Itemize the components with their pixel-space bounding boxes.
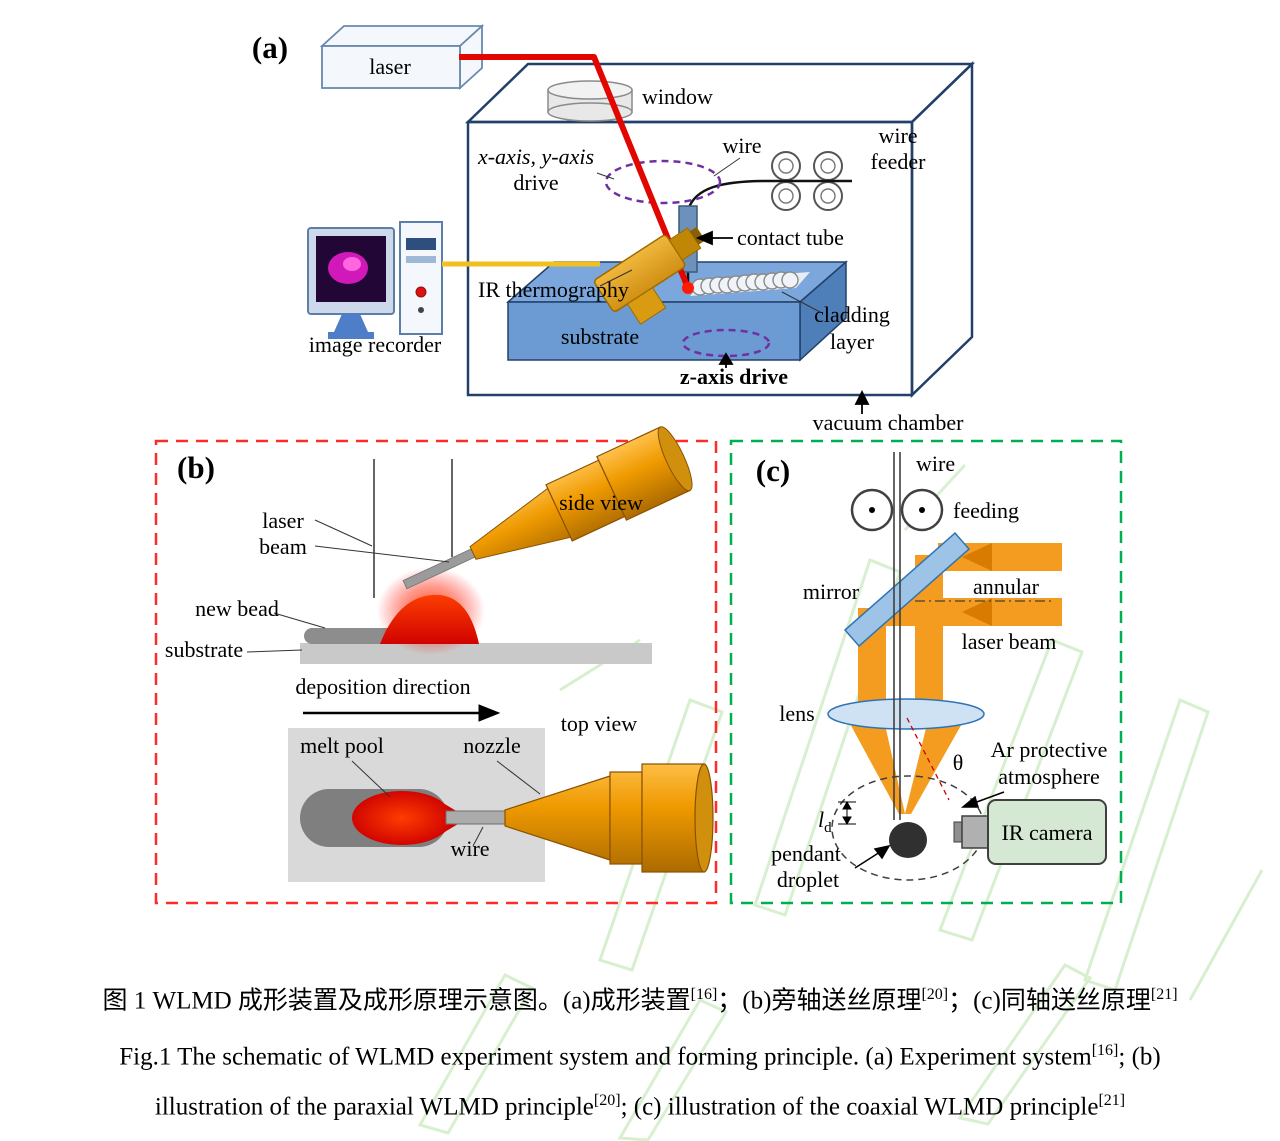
z-axis-drive-ellipse bbox=[681, 328, 771, 358]
panel-b-border bbox=[154, 439, 718, 905]
label-laser-beam-2: beam bbox=[259, 534, 307, 559]
label-wire-b: wire bbox=[450, 836, 489, 861]
label-substrate-a: substrate bbox=[561, 324, 639, 349]
deposition-arrow bbox=[303, 704, 501, 722]
label-vacuum-chamber: vacuum chamber bbox=[813, 410, 965, 435]
label-melt-pool: melt pool bbox=[300, 733, 384, 758]
caption-segment: ; (b) bbox=[1118, 1043, 1161, 1071]
label-cladding-2: layer bbox=[830, 329, 875, 354]
label-contact-tube: contact tube bbox=[737, 225, 844, 250]
label-wire-feeder-2: feeder bbox=[871, 149, 927, 174]
label-laser-beam-1: laser bbox=[262, 508, 304, 533]
watermark bbox=[417, 463, 1264, 1141]
melt-spot bbox=[682, 282, 694, 294]
label-deposition-direction: deposition direction bbox=[295, 674, 470, 699]
caption-en-line2: illustration of the paraxial WLMD princi… bbox=[0, 1084, 1280, 1124]
ir-camera-c bbox=[953, 799, 1107, 865]
label-feeding: feeding bbox=[953, 498, 1019, 523]
label-side-view: side view bbox=[559, 490, 643, 515]
xy-drive-ellipse bbox=[604, 159, 722, 205]
label-laser-beam-c: laser beam bbox=[962, 629, 1057, 654]
label-wire-feeder-1: wire bbox=[878, 123, 917, 148]
ld-subscript: d bbox=[824, 820, 832, 836]
panel-b: (b) laser beam side view new bead substr… bbox=[154, 426, 718, 905]
ld-measure bbox=[838, 800, 856, 826]
panel-c-arrows bbox=[854, 791, 1005, 869]
substrate-b bbox=[300, 643, 652, 664]
label-z-drive: z-axis drive bbox=[680, 364, 788, 389]
reference-superscript: [20] bbox=[921, 986, 949, 1003]
laser-source bbox=[319, 23, 485, 91]
laser-beam-a bbox=[459, 54, 691, 290]
vacuum-chamber-box bbox=[464, 61, 976, 398]
reference-superscript: [21] bbox=[1098, 1092, 1126, 1109]
label-annular: annular bbox=[973, 574, 1040, 599]
label-nozzle: nozzle bbox=[463, 733, 520, 758]
feeding-rollers bbox=[850, 488, 944, 532]
nozzle-side-view bbox=[402, 426, 693, 590]
caption-en-line1: Fig.1 The schematic of WLMD experiment s… bbox=[0, 1034, 1280, 1074]
label-theta: θ bbox=[953, 750, 964, 775]
panel-b-label: (b) bbox=[177, 450, 215, 485]
pendant-droplet bbox=[889, 822, 927, 858]
label-xy-drive-2: drive bbox=[513, 170, 558, 195]
melt-pool-top bbox=[352, 791, 452, 845]
ld-symbol: l bbox=[818, 807, 824, 832]
panel-b-pointers bbox=[246, 519, 541, 847]
mirror bbox=[843, 531, 971, 648]
substrate-slab bbox=[505, 260, 849, 362]
nozzle-top-view bbox=[504, 763, 714, 873]
panel-a-pointers bbox=[599, 157, 821, 313]
label-pendant-2: droplet bbox=[777, 867, 839, 892]
cladding-layer-track bbox=[690, 271, 810, 296]
melt-mound bbox=[380, 594, 479, 644]
label-lens: lens bbox=[779, 701, 814, 726]
reference-superscript: [16] bbox=[690, 986, 718, 1003]
label-ir-thermography: IR thermography bbox=[478, 277, 629, 302]
label-pendant-1: pendant bbox=[771, 841, 841, 866]
label-wire-a: wire bbox=[722, 133, 761, 158]
wire-c bbox=[893, 452, 901, 820]
theta-line bbox=[906, 717, 950, 801]
image-recorder-device bbox=[307, 221, 443, 339]
ir-camera-body bbox=[987, 799, 1107, 865]
label-cladding-1: cladding bbox=[814, 302, 890, 327]
reference-superscript: [20] bbox=[593, 1092, 621, 1109]
label-new-bead: new bead bbox=[195, 596, 279, 621]
lens bbox=[827, 698, 985, 730]
panel-a: (a) laser window wire wire feeder x-axis… bbox=[252, 23, 976, 435]
panel-a-arrows bbox=[695, 230, 870, 414]
label-xy-drive-1: x-axis, y-axis bbox=[477, 144, 594, 169]
label-ar-2: atmosphere bbox=[998, 764, 1099, 789]
caption-segment: ; (c) illustration of the coaxial WLMD p… bbox=[620, 1093, 1099, 1121]
caption-zh: 图 1 WLMD 成形装置及成形原理示意图。(a)成形装置[16]；(b)旁轴送… bbox=[0, 978, 1280, 1018]
caption-segment: ；(c)同轴送丝原理 bbox=[948, 987, 1151, 1015]
ir-thermography-camera bbox=[594, 226, 706, 325]
label-window: window bbox=[642, 84, 713, 109]
wire-feeder-rollers bbox=[771, 151, 843, 211]
label-mirror: mirror bbox=[803, 579, 860, 604]
label-wire-c: wire bbox=[916, 451, 955, 476]
label-top-view: top view bbox=[561, 711, 637, 736]
wire-top-view bbox=[445, 810, 513, 825]
panel-c-label: (c) bbox=[756, 453, 790, 488]
panel-c-border bbox=[729, 439, 1123, 905]
xy-drive-pointer bbox=[596, 172, 615, 180]
panel-a-label: (a) bbox=[252, 30, 288, 65]
label-laser: laser bbox=[369, 54, 411, 79]
reference-superscript: [16] bbox=[1091, 1042, 1119, 1059]
caption-segment: illustration of the paraxial WLMD princi… bbox=[154, 1093, 594, 1121]
caption-segment: ；(b)旁轴送丝原理 bbox=[717, 987, 922, 1015]
label-ir-camera: IR camera bbox=[1002, 820, 1093, 845]
label-ld: ld bbox=[818, 807, 832, 836]
label-ar-1: Ar protective bbox=[991, 737, 1108, 762]
panel-c: (c) wire feeding mirror annular laser be… bbox=[729, 439, 1123, 905]
new-bead bbox=[304, 628, 400, 644]
reference-superscript: [21] bbox=[1150, 986, 1178, 1003]
label-substrate-b: substrate bbox=[165, 637, 243, 662]
label-image-recorder: image recorder bbox=[309, 332, 442, 357]
caption-segment: 图 1 WLMD 成形装置及成形原理示意图。(a)成形装置 bbox=[102, 987, 691, 1015]
caption-segment: Fig.1 The schematic of WLMD experiment s… bbox=[119, 1043, 1092, 1071]
